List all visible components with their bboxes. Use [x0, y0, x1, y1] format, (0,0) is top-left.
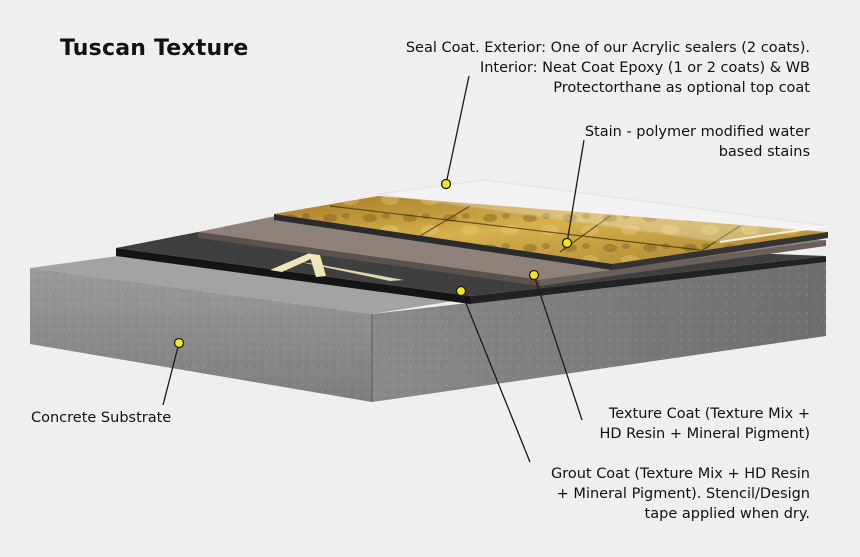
- seal-coat-callout: Seal Coat. Exterior: One of our Acrylic …: [406, 38, 810, 98]
- seal-coat-line-1: Seal Coat. Exterior: One of our Acrylic …: [406, 38, 810, 58]
- stain-callout: Stain - polymer modified water based sta…: [585, 122, 810, 162]
- concrete-line-1: Concrete Substrate: [31, 408, 171, 428]
- seal-coat-line-2: Interior: Neat Coat Epoxy (1 or 2 coats)…: [406, 58, 810, 78]
- grout-line-2: + Mineral Pigment). Stencil/Design: [551, 484, 810, 504]
- marker-concrete: [175, 339, 184, 348]
- marker-seal: [442, 180, 451, 189]
- diagram-title: Tuscan Texture: [60, 36, 249, 61]
- texture-line-1: Texture Coat (Texture Mix +: [599, 404, 810, 424]
- texture-line-2: HD Resin + Mineral Pigment): [599, 424, 810, 444]
- seal-coat-line-3: Protectorthane as optional top coat: [406, 78, 810, 98]
- stain-line-2: based stains: [585, 142, 810, 162]
- marker-grout: [457, 287, 466, 296]
- texture-coat-callout: Texture Coat (Texture Mix + HD Resin + M…: [599, 404, 810, 444]
- grout-coat-callout: Grout Coat (Texture Mix + HD Resin + Min…: [551, 464, 810, 524]
- grout-line-1: Grout Coat (Texture Mix + HD Resin: [551, 464, 810, 484]
- stain-line-1: Stain - polymer modified water: [585, 122, 810, 142]
- marker-stain: [563, 239, 572, 248]
- grout-line-3: tape applied when dry.: [551, 504, 810, 524]
- marker-texture: [530, 271, 539, 280]
- concrete-substrate-callout: Concrete Substrate: [31, 408, 171, 428]
